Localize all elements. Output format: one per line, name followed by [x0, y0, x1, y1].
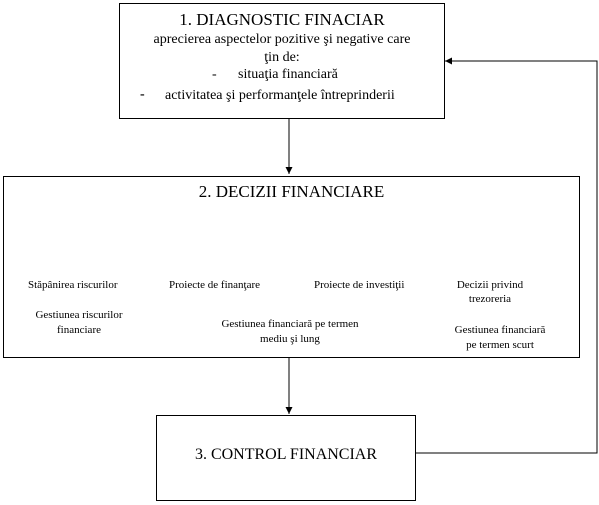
label-gestiunea-termen-scurt-line2: pe termen scurt	[466, 339, 534, 351]
label-stapanirea-riscurilor: Stăpânirea riscurilor	[28, 279, 118, 291]
label-proiecte-finantare: Proiecte de finanţare	[169, 279, 261, 291]
decizii-box: 2. DECIZII FINANCIARE	[3, 176, 580, 358]
diagnostic-description-line1: aprecierea aspectelor pozitive şi negati…	[153, 32, 411, 47]
label-gestiunea-riscurilor-line1: Gestiunea riscurilor	[35, 309, 123, 321]
diagnostic-title: 1. DIAGNOSTIC FINACIAR	[179, 10, 385, 29]
label-decizii-trezorerie-line2: trezoreria	[468, 293, 512, 305]
diagnostic-item-activitatea: activitatea şi performanţele întreprinde…	[165, 88, 395, 103]
diagnostic-box: 1. DIAGNOSTIC FINACIAR aprecierea aspect…	[119, 3, 445, 119]
arrow-control-to-diagnostic	[415, 57, 598, 454]
diagnostic-item-bullet: -	[140, 87, 145, 102]
label-proiecte-investitii: Proiecte de investiţii	[314, 279, 405, 291]
diagnostic-item-bullet: -	[212, 67, 217, 82]
decizii-title: 2. DECIZII FINANCIARE	[198, 182, 385, 201]
diagnostic-item-situatia: situaţia financiară	[238, 67, 338, 82]
label-gestiunea-riscurilor-line2: financiare	[57, 324, 101, 336]
label-gestiunea-termen-scurt-line1: Gestiunea financiară	[454, 324, 546, 336]
label-gestiunea-mediu-lung-line2: mediu şi lung	[260, 333, 320, 345]
label-decizii-trezorerie-line1: Decizii privind	[456, 279, 524, 291]
control-title: 3. CONTROL FINANCIAR	[194, 446, 378, 463]
control-box: 3. CONTROL FINANCIAR	[156, 415, 416, 501]
diagnostic-description-line2: ţin de:	[264, 50, 300, 65]
label-gestiunea-mediu-lung-line1: Gestiunea financiară pe termen	[221, 318, 359, 330]
